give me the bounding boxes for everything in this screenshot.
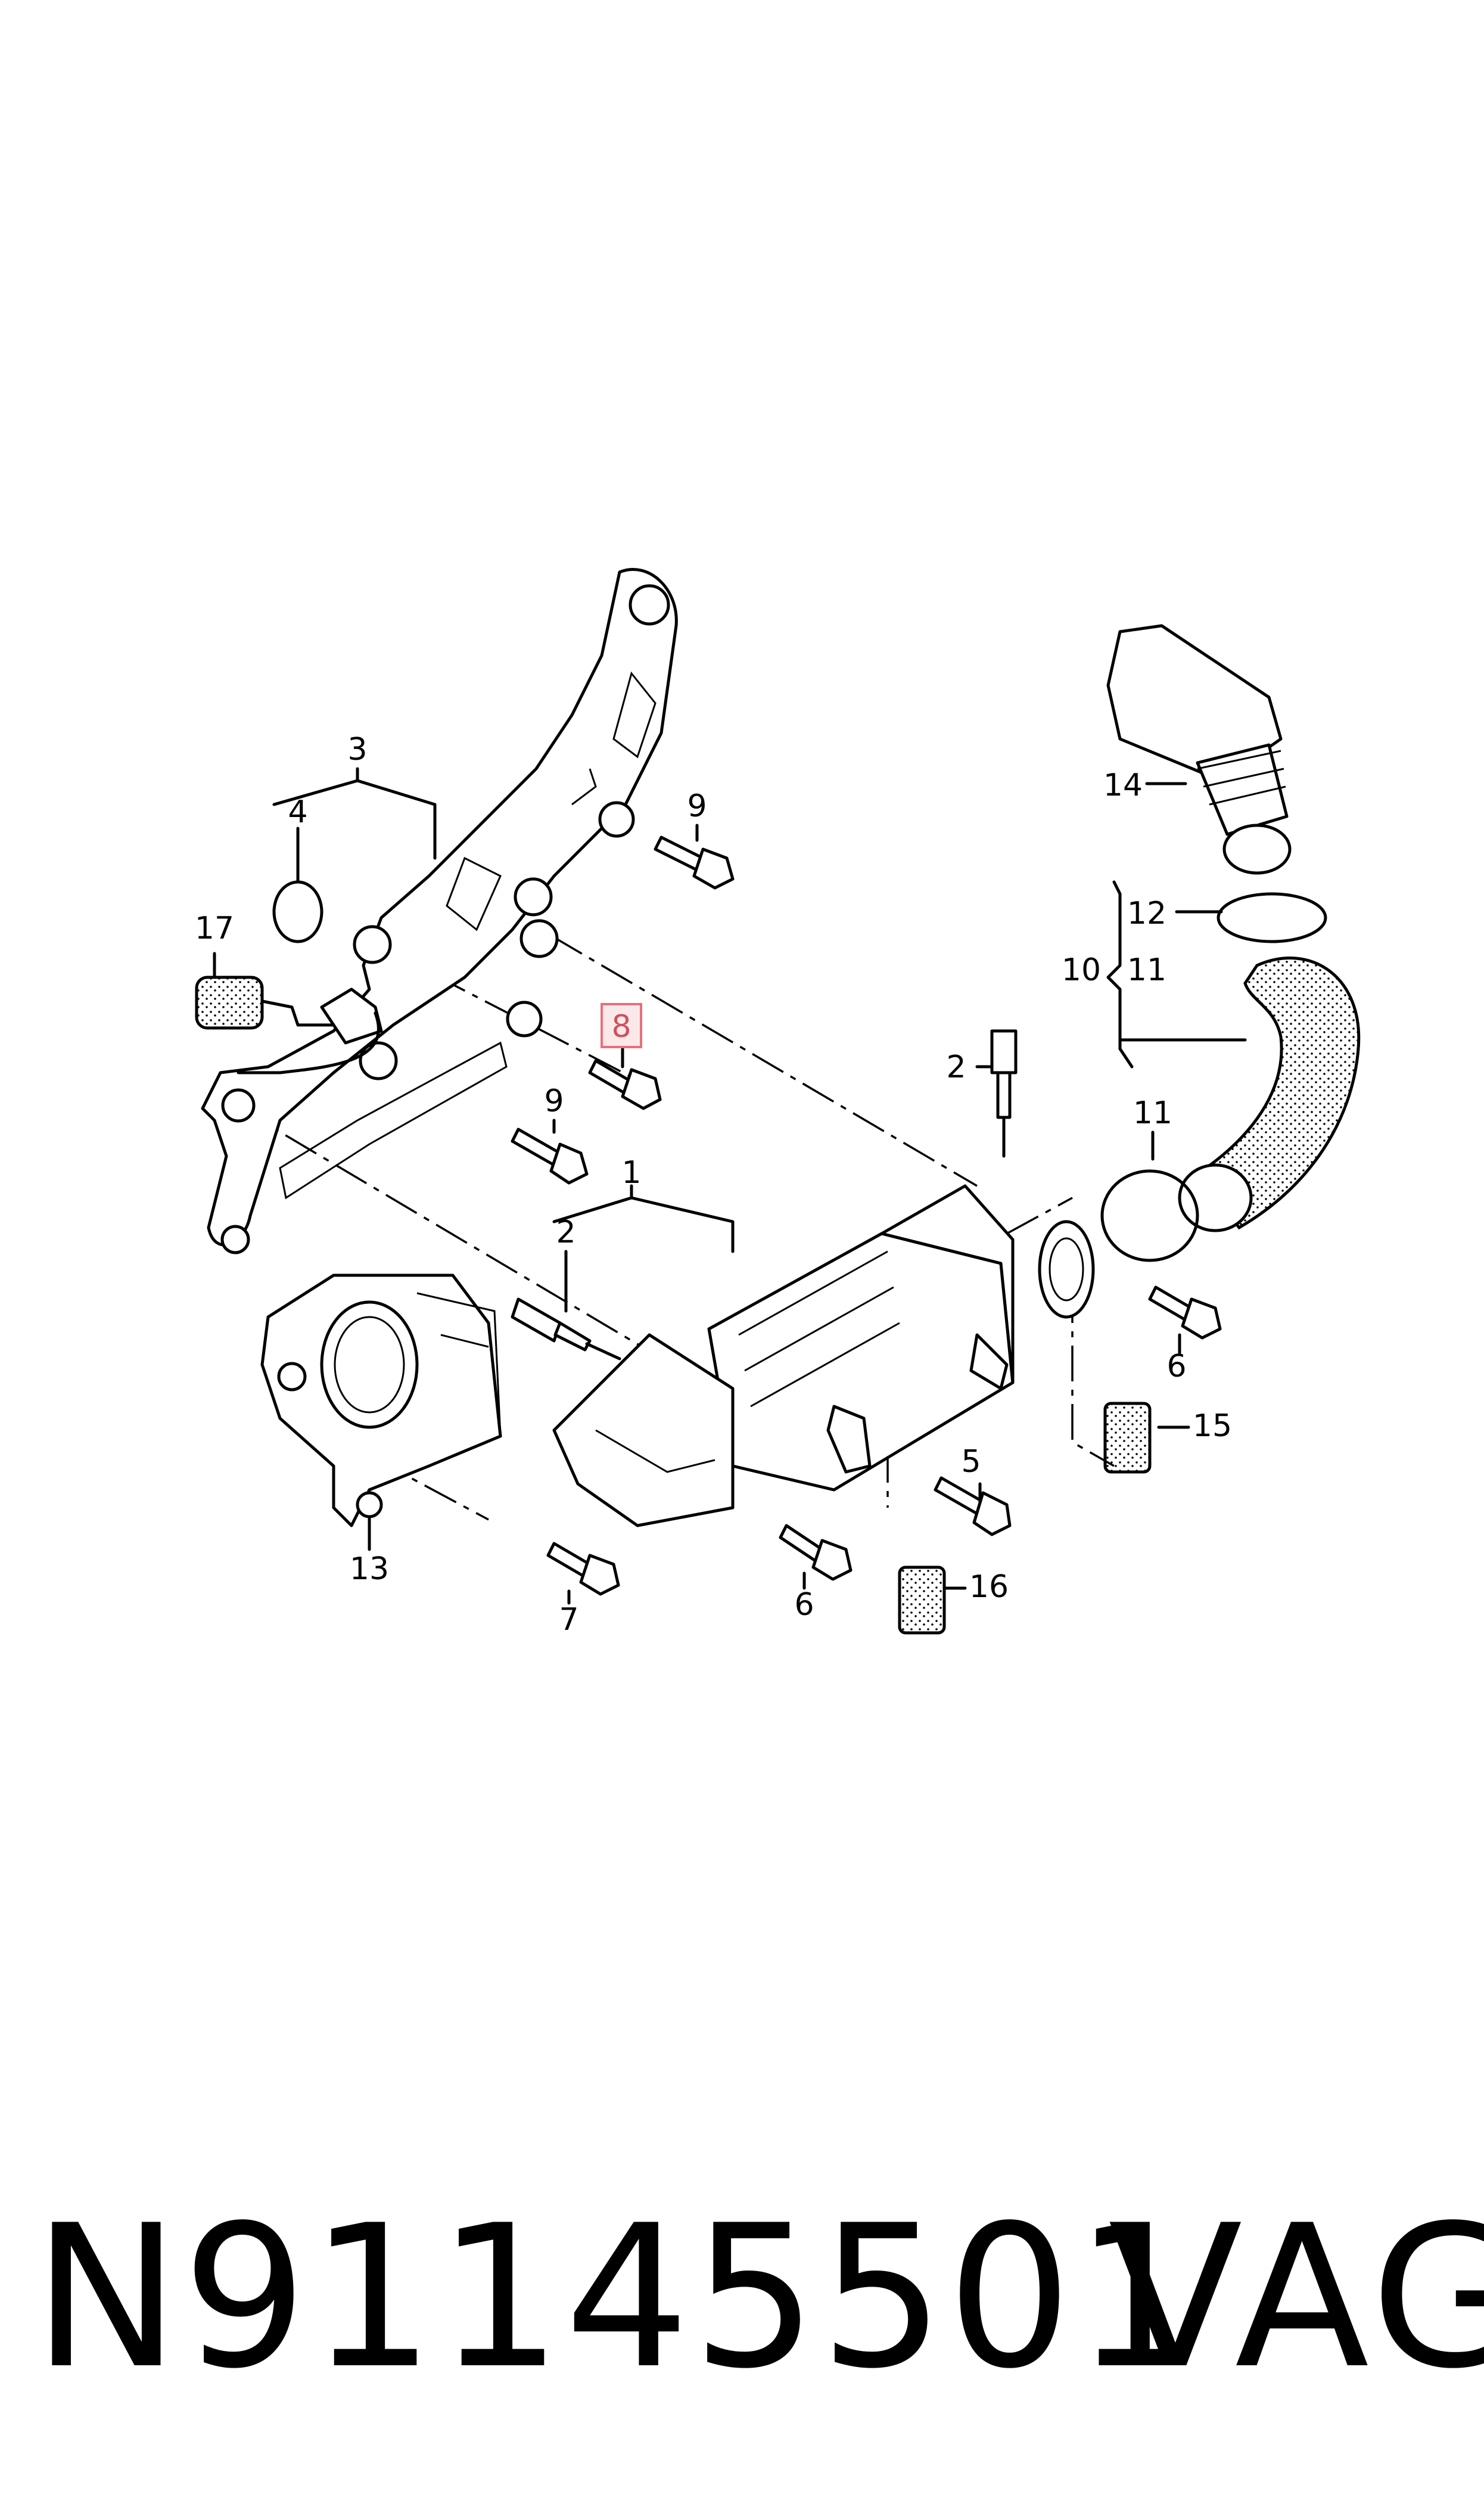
callout-7: 7 bbox=[559, 1602, 578, 1638]
bolt-part-6-right bbox=[1148, 1285, 1222, 1340]
callout-2-upper: 2 bbox=[946, 1049, 966, 1085]
leader-lines bbox=[213, 767, 1247, 1605]
temp-sensor-upper bbox=[990, 1029, 1018, 1158]
temp-sensor-lower bbox=[511, 1297, 621, 1361]
callout-6-right: 6 bbox=[1166, 1349, 1186, 1384]
callout-10: 10 bbox=[1062, 952, 1101, 988]
throttle-part bbox=[260, 1274, 502, 1527]
clamp-part-12 bbox=[1217, 892, 1327, 943]
callout-13: 13 bbox=[350, 1551, 389, 1587]
callout-1: 1 bbox=[621, 1155, 641, 1191]
hose-part-15 bbox=[1103, 1402, 1152, 1474]
callout-9-lower: 9 bbox=[544, 1083, 564, 1119]
connector-part bbox=[1106, 624, 1292, 875]
part-number: N91145501 bbox=[33, 2183, 1202, 2412]
callout-12: 12 bbox=[1127, 896, 1166, 931]
hose-part-10 bbox=[1178, 956, 1361, 1232]
bolt-part-7 bbox=[546, 1542, 620, 1596]
bolt-part-6-lower bbox=[779, 1524, 853, 1581]
callout-6-lower: 6 bbox=[794, 1587, 814, 1623]
hose-part-17 bbox=[195, 976, 383, 1074]
highlight-box bbox=[601, 1003, 642, 1048]
cooler-part bbox=[552, 1184, 1095, 1527]
callout-11-bracket: 11 bbox=[1127, 952, 1166, 988]
callout-14: 14 bbox=[1103, 768, 1143, 803]
callout-15: 15 bbox=[1193, 1408, 1232, 1444]
callout-5: 5 bbox=[961, 1444, 981, 1480]
bolt-part-9-lower bbox=[511, 1128, 589, 1185]
o-ring-part bbox=[272, 880, 323, 943]
footer: N91145501 VAG bbox=[0, 2175, 1484, 2431]
exploded-parts-diagram: 1 2 2 3 4 5 6 6 7 8 9 9 10 11 11 12 13 1… bbox=[195, 568, 1361, 1638]
callout-3: 3 bbox=[347, 732, 367, 768]
bracket-part bbox=[201, 568, 678, 1254]
bolt-part-5 bbox=[934, 1476, 1012, 1536]
callout-4: 4 bbox=[288, 794, 307, 830]
callout-16: 16 bbox=[969, 1569, 1009, 1605]
callout-17: 17 bbox=[195, 911, 234, 946]
brand-label: VAG bbox=[1108, 2183, 1484, 2412]
bolt-part-8 bbox=[588, 1059, 662, 1110]
callout-8: 8 bbox=[611, 1009, 631, 1045]
callout-11-clamp: 11 bbox=[1133, 1095, 1172, 1131]
callout-2-lower: 2 bbox=[556, 1215, 575, 1250]
clamp-part-11 bbox=[1100, 1169, 1199, 1262]
bolt-part-9-upper bbox=[654, 835, 735, 890]
hose-part-16 bbox=[898, 1566, 946, 1635]
callout-9-upper: 9 bbox=[687, 788, 707, 824]
